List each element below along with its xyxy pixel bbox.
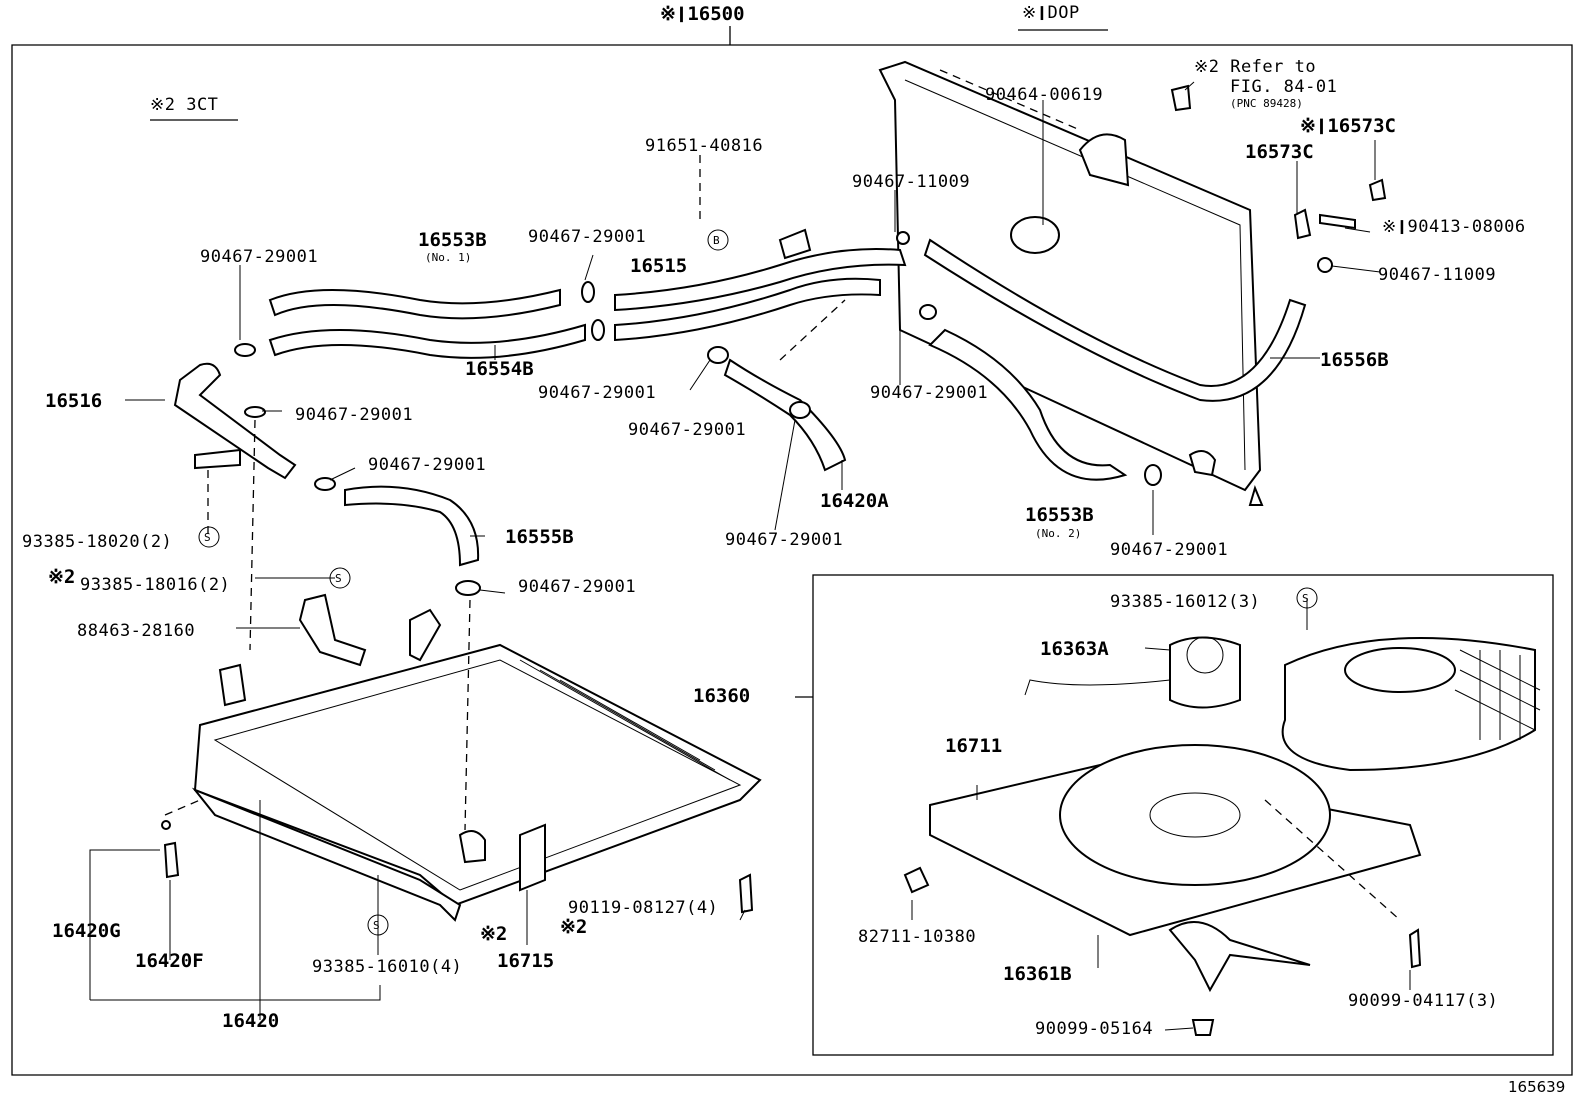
label-16420f: 16420F — [135, 950, 204, 972]
bracket-drawing — [298, 593, 367, 667]
label-90467-29001-d: 90467-29001 — [628, 420, 746, 440]
label-16711: 16711 — [945, 735, 1002, 757]
label-93385-18016: 93385-18016(2) — [80, 575, 230, 595]
diagram-frame — [11, 26, 1573, 1076]
b-symbol: B — [713, 234, 720, 247]
label-90467-29001-h: 90467-29001 — [518, 577, 636, 597]
label-16553b-no2: 16553B — [1025, 504, 1094, 526]
label-no1: (No. 1) — [425, 251, 471, 264]
label-no2: (No. 2) — [1035, 527, 1081, 540]
s-symbol-3: S — [373, 919, 380, 932]
label-16420a: 16420A — [820, 490, 889, 512]
label-90467-29001-left: 90467-29001 — [200, 247, 318, 267]
label-90467-29001-f: 90467-29001 — [725, 530, 843, 550]
s-symbol-1: S — [204, 531, 211, 544]
label-16515: 16515 — [630, 255, 687, 277]
clip-drawing — [903, 866, 930, 894]
label-90099-05164: 90099-05164 — [1035, 1019, 1153, 1039]
refer-note: ※2 Refer to — [1194, 57, 1316, 77]
header-labels: ※❙16500 ※❙DOP ※2 3CT ※2 Refer to FIG. 84… — [150, 3, 1337, 121]
label-ref2-c: ※2 — [480, 923, 507, 945]
label-90467-29001-a: 90467-29001 — [538, 383, 656, 403]
label-82711-10380: 82711-10380 — [858, 927, 976, 947]
label-16361b: 16361B — [1003, 963, 1072, 985]
fan-inset-drawing — [795, 574, 1554, 1056]
label-93385-16012: 93385-16012(3) — [1110, 592, 1260, 612]
label-90467-29001-g: 90467-29001 — [1110, 540, 1228, 560]
label-90467-29001-b: 90467-29001 — [295, 405, 413, 425]
label-16556b: 16556B — [1320, 349, 1389, 371]
ref-3ct-label: ※2 3CT — [150, 95, 218, 115]
label-16555b: 16555B — [505, 526, 574, 548]
label-16420g: 16420G — [52, 920, 121, 942]
symbol-marks: S S S S B — [198, 229, 1318, 936]
main-radiator-drawing — [191, 593, 762, 922]
illustration-number: 165639 — [1508, 1078, 1565, 1096]
label-90099-04117: 90099-04117(3) — [1348, 991, 1498, 1011]
label-90464-00619: 90464-00619 — [985, 85, 1103, 105]
refer-fig: FIG. 84-01 — [1230, 77, 1337, 97]
label-ref2-b: ※2 — [560, 916, 587, 938]
fasteners-drawing — [161, 178, 1422, 1036]
upper-hoses-drawing — [173, 238, 1307, 567]
label-90413-08006: ※❙90413-08006 — [1382, 217, 1526, 237]
label-90467-11009-b: 90467-11009 — [1378, 265, 1496, 285]
label-16715: 16715 — [497, 950, 554, 972]
label-93385-18020: 93385-18020(2) — [22, 532, 172, 552]
label-16573c-a: ※❙16573C — [1300, 115, 1396, 137]
sensor-switch-drawing — [1170, 84, 1192, 112]
s-symbol-2: S — [335, 572, 342, 585]
label-90467-29001-c: 90467-29001 — [870, 383, 988, 403]
dop-label: ※❙DOP — [1022, 3, 1080, 23]
label-90467-29001-e: 90467-29001 — [368, 455, 486, 475]
label-16363a: 16363A — [1040, 638, 1109, 660]
part-labels: 90464-00619 90467-11009 91651-40816 9046… — [22, 85, 1526, 1039]
label-93385-16010: 93385-16010(4) — [312, 957, 462, 977]
label-90119-08127: 90119-08127(4) — [568, 898, 718, 918]
label-16420: 16420 — [222, 1010, 279, 1032]
label-90467-29001-top: 90467-29001 — [528, 227, 646, 247]
s-symbol-4: S — [1302, 592, 1309, 605]
label-91651-40816: 91651-40816 — [645, 136, 763, 156]
leader-lines — [89, 81, 1411, 1031]
label-ref2-a: ※2 — [48, 566, 75, 588]
fan-blade-drawing — [1168, 921, 1311, 993]
label-90467-11009-a: 90467-11009 — [852, 172, 970, 192]
dop-radiator-drawing — [878, 60, 1264, 506]
assembly-number: ※❙16500 — [660, 3, 745, 25]
label-16360: 16360 — [693, 685, 750, 707]
label-16573c-b: 16573C — [1245, 141, 1314, 163]
label-16554b: 16554B — [465, 358, 534, 380]
label-88463-28160: 88463-28160 — [77, 621, 195, 641]
label-16516: 16516 — [45, 390, 102, 412]
refer-pnc: (PNC 89428) — [1230, 97, 1303, 110]
label-16553b-no1: 16553B — [418, 229, 487, 251]
